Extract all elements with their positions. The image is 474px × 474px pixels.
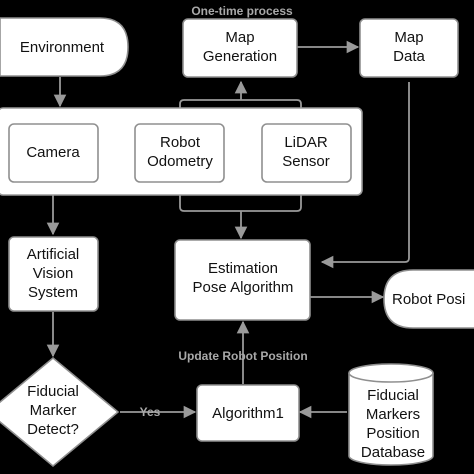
algorithm1-node: Algorithm1	[196, 384, 300, 442]
svg-text:Algorithm1: Algorithm1	[212, 405, 284, 422]
camera-node: Camera	[8, 123, 99, 183]
lidar-sensor-node: LiDAR Sensor	[261, 123, 352, 183]
svg-text:Artificial: Artificial	[27, 246, 80, 263]
svg-text:Estimation: Estimation	[208, 260, 278, 277]
svg-text:Sensor: Sensor	[282, 153, 330, 170]
arrow-map-data-to-estimation	[320, 82, 410, 269]
map-generation-node: Map Generation	[182, 18, 298, 78]
arrow-odometry-lidar-to-estimation	[179, 184, 302, 238]
one-time-process-label: One-time process	[191, 4, 293, 18]
svg-text:Data: Data	[393, 48, 425, 65]
svg-text:Fiducial: Fiducial	[27, 383, 79, 400]
yes-label: Yes	[140, 405, 161, 419]
svg-text:Vision: Vision	[33, 265, 74, 282]
svg-text:Database: Database	[361, 444, 425, 461]
environment-node: Environment	[0, 17, 129, 77]
svg-text:System: System	[28, 284, 78, 301]
svg-text:Robot Posi: Robot Posi	[392, 291, 465, 308]
fiducial-database-node: Fiducial Markers Position Database	[348, 363, 434, 466]
svg-text:Map: Map	[225, 29, 254, 46]
svg-text:Environment: Environment	[20, 39, 105, 56]
svg-text:Position: Position	[366, 425, 419, 442]
svg-text:Pose Algorithm: Pose Algorithm	[193, 279, 294, 296]
svg-text:Fiducial: Fiducial	[367, 387, 419, 404]
svg-text:Map: Map	[394, 29, 423, 46]
svg-text:Camera: Camera	[26, 144, 80, 161]
svg-text:Odometry: Odometry	[147, 153, 213, 170]
robot-position-node: Robot Posi	[383, 269, 474, 329]
estimation-pose-node: Estimation Pose Algorithm	[174, 239, 311, 321]
connectors	[46, 40, 410, 419]
artificial-vision-node: Artificial Vision System	[8, 236, 99, 312]
svg-text:Robot: Robot	[160, 134, 201, 151]
robot-odometry-node: Robot Odometry	[134, 123, 225, 183]
svg-text:Markers: Markers	[366, 406, 420, 423]
svg-text:LiDAR: LiDAR	[284, 134, 328, 151]
fiducial-detect-decision: Fiducial Marker Detect?	[0, 356, 120, 468]
svg-text:Detect?: Detect?	[27, 421, 79, 438]
svg-text:Marker: Marker	[30, 402, 77, 419]
svg-text:Generation: Generation	[203, 48, 277, 65]
map-data-node: Map Data	[359, 18, 459, 78]
update-robot-position-label: Update Robot Position	[178, 349, 307, 363]
arrow-odometry-lidar-to-map-generation	[179, 82, 302, 121]
